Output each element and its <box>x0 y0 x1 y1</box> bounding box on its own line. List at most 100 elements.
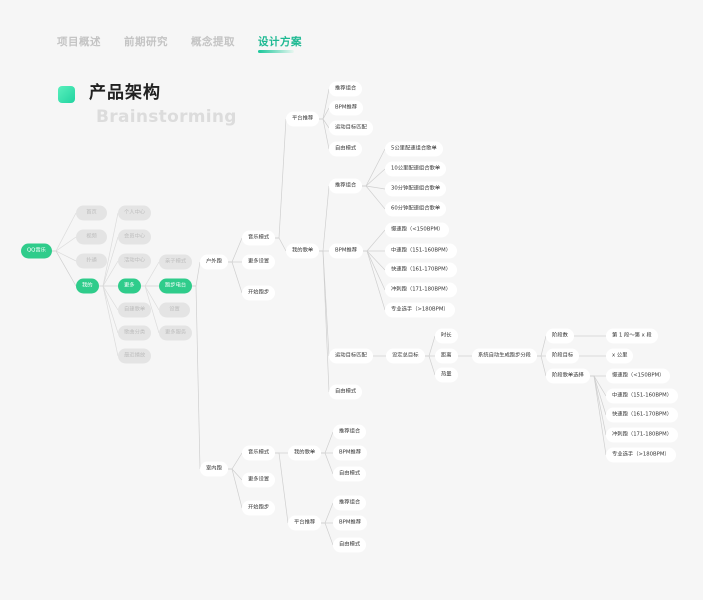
tab-project-overview[interactable]: 项目概述 <box>57 36 101 48</box>
mindmap-node: 30分钟配速组合歌单 <box>385 181 447 197</box>
connector-line <box>228 452 243 470</box>
mindmap-node: 冲刺跑（171-180BPM） <box>385 282 458 298</box>
mindmap-node: 自由模式 <box>333 537 367 553</box>
section-icon <box>58 86 75 103</box>
mindmap-node: 户外跑 <box>200 254 228 270</box>
mindmap-node: 我的歌单 <box>286 243 320 259</box>
mindmap-node: 歌曲分类 <box>118 325 152 341</box>
connector-line <box>363 250 386 291</box>
mindmap-node: 阶段数 <box>546 328 574 344</box>
mindmap-node: 活动中心 <box>118 253 152 269</box>
connector-line <box>321 452 334 475</box>
connector-line <box>192 261 201 287</box>
connector-line <box>228 468 243 509</box>
mindmap-node: 中速跑（151-160BPM） <box>385 243 458 259</box>
mindmap-node: 中速跑（151-160BPM） <box>606 388 679 404</box>
mindmap-node: 自建歌单 <box>118 302 152 318</box>
mindmap-node: 第 1 段～第 x 段 <box>606 328 658 344</box>
mindmap-node: 阶段歌单选择 <box>546 368 590 384</box>
mindmap-node: BPM推荐 <box>329 243 363 259</box>
connector-line <box>275 452 289 524</box>
connector-line <box>52 250 77 262</box>
mindmap-node: 运动目标匹配 <box>329 348 373 364</box>
mindmap-node: 更多设置 <box>242 472 276 488</box>
connector-line <box>99 212 119 287</box>
connector-line <box>319 118 330 150</box>
connector-line <box>362 185 386 190</box>
mindmap-node: 会员中心 <box>118 229 152 245</box>
mindmap-node: 平台推荐 <box>288 515 322 531</box>
background-word: Brainstorming <box>96 107 237 127</box>
tab-design-solution[interactable]: 设计方案 <box>258 36 302 48</box>
section-title: 产品架构 <box>89 83 161 103</box>
mindmap-node: 推荐组合 <box>329 178 363 194</box>
connector-line <box>99 285 119 311</box>
connector-line <box>590 375 607 456</box>
mindmap-node: BPM推荐 <box>329 100 363 116</box>
mindmap-node: 自由模式 <box>329 141 363 157</box>
mindmap-node: 专业选手（>180BPM） <box>606 447 676 463</box>
tab-preliminary-research[interactable]: 前期研究 <box>124 36 168 48</box>
connector-line <box>99 285 119 334</box>
mindmap-node: 专业选手（>180BPM） <box>385 302 455 318</box>
mindmap-node: 系统自动生成跑步分段 <box>472 348 537 364</box>
mindmap-node: 快速跑（161-170BPM） <box>606 407 679 423</box>
mindmap-node: 距离 <box>435 348 458 364</box>
mindmap-node: 5公里配速组合歌单 <box>385 141 443 157</box>
mindmap-node: 首页 <box>76 205 107 221</box>
mindmap-node: 更多 <box>118 278 141 294</box>
connector-line <box>363 250 386 271</box>
mindmap-node: 音乐模式 <box>242 230 276 246</box>
mindmap-node: 我的歌单 <box>288 445 322 461</box>
connector-line <box>275 118 287 239</box>
mindmap-node: 亲子模式 <box>159 254 193 270</box>
mindmap-node: 个人中心 <box>118 205 152 221</box>
mindmap-node: 阶段目标 <box>546 348 580 364</box>
connector-line <box>52 250 77 287</box>
connector-line <box>363 229 386 252</box>
connector-line <box>425 355 436 376</box>
connector-line <box>321 522 334 546</box>
connector-line <box>590 375 607 397</box>
mindmap-node: 60分钟配速组合歌单 <box>385 201 447 217</box>
connector-line <box>319 88 330 120</box>
mindmap-node: 我的 <box>76 278 99 294</box>
tab-concept-extraction[interactable]: 概念提取 <box>191 36 235 48</box>
connector-line <box>425 335 436 357</box>
connector-line <box>321 431 334 454</box>
connector-line <box>141 285 160 334</box>
mindmap-node: 最近播放 <box>118 348 152 364</box>
connector-line <box>319 250 330 393</box>
connector-line <box>275 237 287 252</box>
connector-line <box>52 236 77 252</box>
mindmap-node: 推荐组合 <box>329 81 363 97</box>
mindmap-node: 冲刺跑（171-180BPM） <box>606 427 679 443</box>
connector-line <box>192 285 201 470</box>
mindmap-node: 自由模式 <box>333 466 367 482</box>
connector-line <box>537 335 547 357</box>
mindmap-node: 扑通 <box>76 253 107 269</box>
mindmap-node: BPM推荐 <box>333 515 367 531</box>
mindmap-node: 开始跑步 <box>242 285 276 301</box>
mindmap-node: 音乐模式 <box>242 445 276 461</box>
mindmap-node: 设定总目标 <box>386 348 425 364</box>
mindmap-node: 更多服务 <box>159 325 193 341</box>
mindmap-node: 跑步电台 <box>159 278 193 294</box>
connector-line <box>228 468 243 481</box>
connector-line <box>363 250 386 311</box>
mindmap-node: 推荐组合 <box>333 424 367 440</box>
mindmap-node: 推荐组合 <box>333 495 367 511</box>
mindmap-node: 运动目标匹配 <box>329 120 373 136</box>
mindmap-node: 室内跑 <box>200 461 228 477</box>
mindmap-node: 平台推荐 <box>286 111 320 127</box>
connector-line <box>362 185 386 210</box>
mindmap-node: 自由模式 <box>329 384 363 400</box>
mindmap-node: 更多设置 <box>242 254 276 270</box>
mindmap-node: 开始跑步 <box>242 500 276 516</box>
mindmap-node: 慢速跑（<150BPM） <box>606 368 671 384</box>
mindmap-node: 热量 <box>435 367 458 383</box>
connector-line <box>228 237 243 263</box>
mindmap-node: x 公里 <box>606 348 634 364</box>
mindmap-root-node: QQ音乐 <box>21 243 52 259</box>
mindmap-node: 10公里配速组合歌单 <box>385 161 447 177</box>
